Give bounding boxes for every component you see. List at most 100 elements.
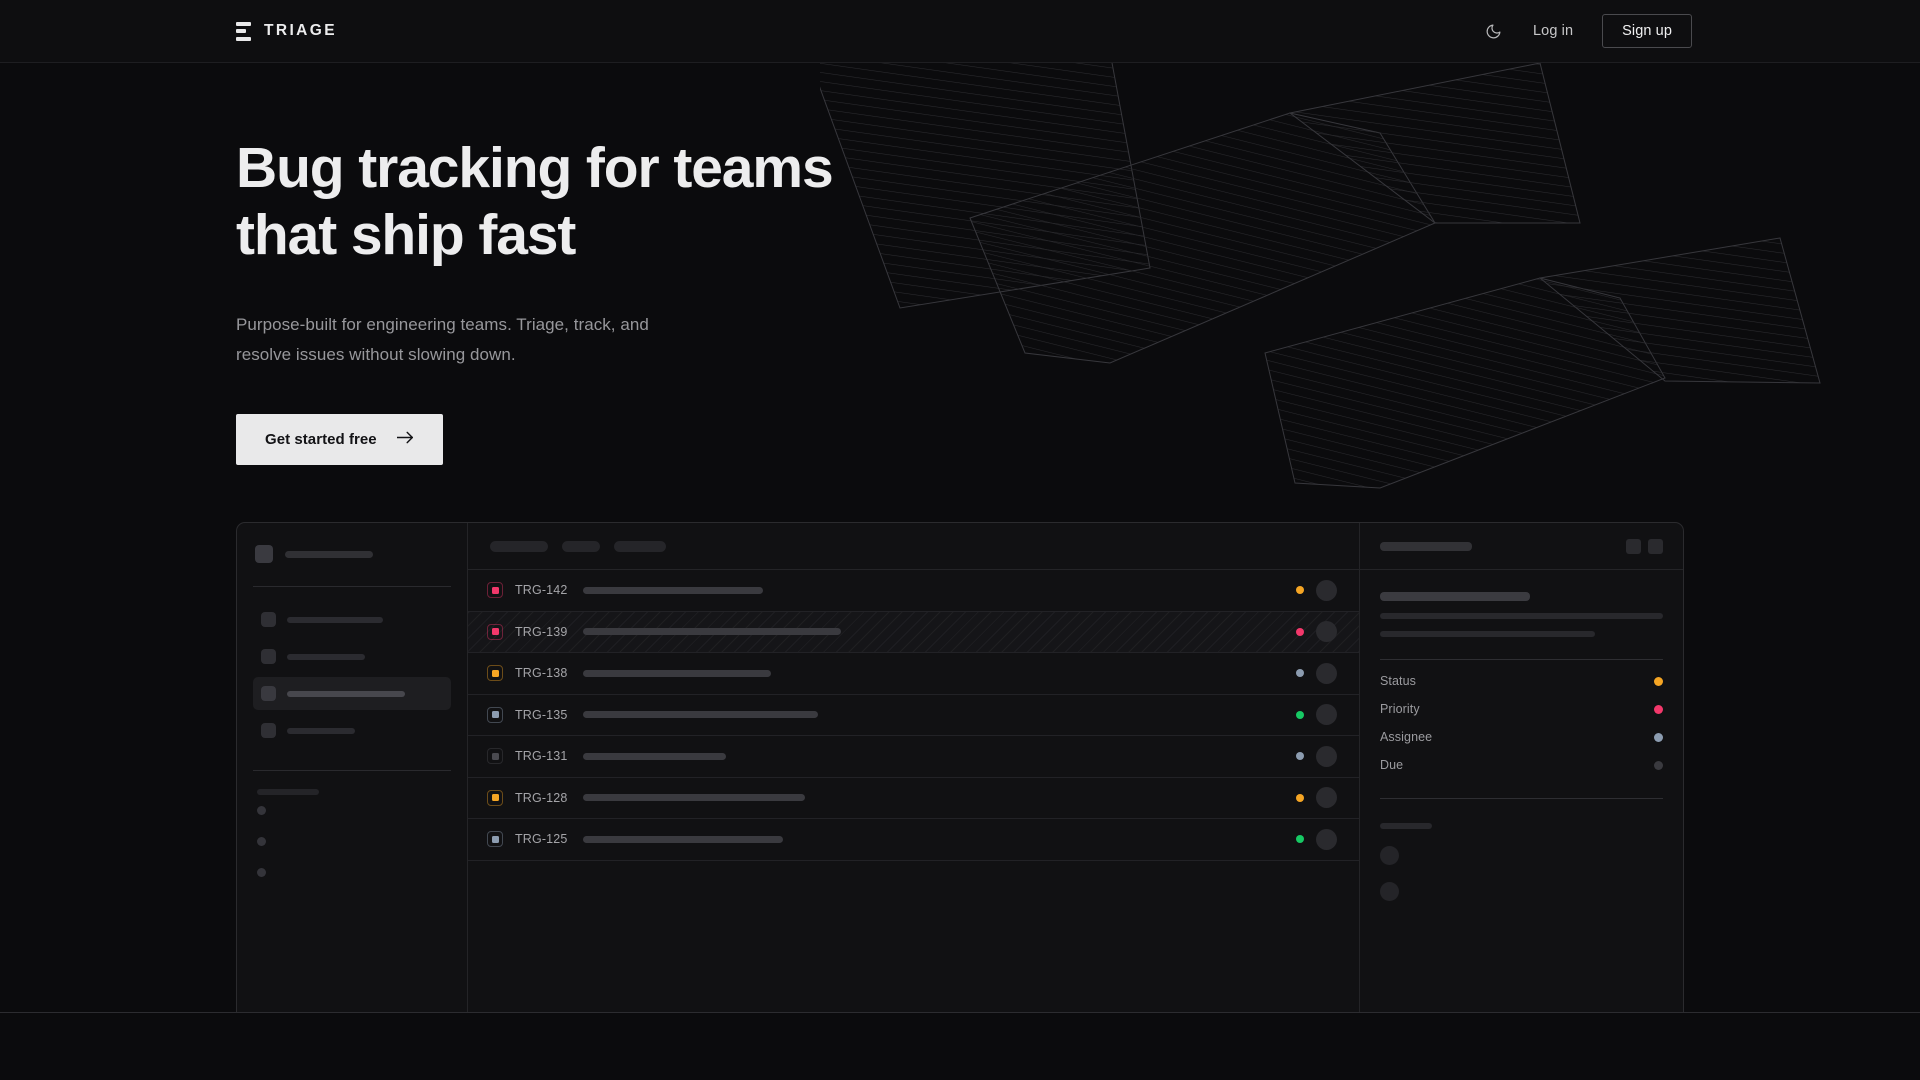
sidebar-item-icon xyxy=(261,612,276,627)
detail-title-placeholder xyxy=(1380,592,1530,601)
list-filter-placeholder-2[interactable] xyxy=(614,540,666,552)
issue-status-dot xyxy=(1296,710,1304,719)
hero-subtitle: Purpose-built for engineering teams. Tri… xyxy=(236,315,649,364)
issue-status-dot xyxy=(1296,669,1304,678)
detail-meta-row-due[interactable]: Due xyxy=(1380,744,1663,772)
detail-meta-row-status[interactable]: Status xyxy=(1380,660,1663,688)
avatar xyxy=(1316,579,1337,601)
signup-button[interactable]: Sign up xyxy=(1602,14,1692,48)
detail-divider-bottom xyxy=(1380,798,1663,799)
sidebar-item-label-placeholder xyxy=(287,690,405,697)
avatar xyxy=(1316,704,1337,726)
footer-area xyxy=(0,1013,1920,1080)
avatar xyxy=(1316,662,1337,684)
issue-title-placeholder xyxy=(583,586,763,594)
detail-meta-label: Status xyxy=(1380,674,1417,688)
issue-title-placeholder xyxy=(583,669,771,677)
hero-section: Bug tracking for teams that ship fast Pu… xyxy=(0,135,1920,465)
avatar xyxy=(1316,828,1337,850)
moon-icon[interactable] xyxy=(1482,20,1504,42)
table-row[interactable]: TRG-128 xyxy=(468,778,1359,819)
mock-sidebar-item-0[interactable] xyxy=(253,603,451,636)
status-badge xyxy=(1654,676,1663,686)
detail-action-button-1[interactable] xyxy=(1648,538,1663,554)
issue-id: TRG-139 xyxy=(515,624,568,639)
table-row[interactable]: TRG-142 xyxy=(468,570,1359,612)
issue-title-placeholder xyxy=(583,794,805,802)
mock-list-toolbar xyxy=(468,523,1359,570)
table-row[interactable]: TRG-135 xyxy=(468,695,1359,736)
subitem-dot-icon xyxy=(257,868,266,877)
list-filter-placeholder-0[interactable] xyxy=(490,540,548,552)
issue-id: TRG-135 xyxy=(515,707,568,722)
issue-title-placeholder xyxy=(583,711,818,719)
app-logo-placeholder xyxy=(255,545,273,563)
detail-header-actions xyxy=(1626,538,1663,554)
issue-status-dot xyxy=(1296,752,1304,761)
issue-status-dot xyxy=(1296,835,1304,844)
mock-sidebar-sublist xyxy=(253,795,451,888)
issue-id: TRG-138 xyxy=(515,666,568,681)
sidebar-divider-top xyxy=(253,586,451,587)
issue-row-meta xyxy=(1296,662,1337,684)
issue-row-meta xyxy=(1296,704,1337,726)
mock-sidebar-item-2[interactable] xyxy=(253,677,451,710)
nav-actions: Log in Sign up xyxy=(1482,14,1692,48)
sidebar-item-icon xyxy=(261,723,276,738)
avatar xyxy=(1316,787,1337,809)
top-navbar: TRIAGE Log in Sign up xyxy=(0,0,1920,63)
table-row[interactable]: TRG-131 xyxy=(468,736,1359,778)
get-started-button[interactable]: Get started free xyxy=(236,413,443,465)
mock-sidebar-item-1[interactable] xyxy=(253,640,451,673)
issue-row-meta xyxy=(1296,787,1337,809)
mock-sidebar-item-3[interactable] xyxy=(253,714,451,747)
detail-meta-row-priority[interactable]: Priority xyxy=(1380,688,1663,716)
login-link[interactable]: Log in xyxy=(1533,23,1574,39)
issue-type-icon xyxy=(487,665,503,682)
detail-meta-label: Assignee xyxy=(1380,730,1433,744)
table-row[interactable]: TRG-139 xyxy=(468,611,1359,653)
brand-logo[interactable]: TRIAGE xyxy=(236,21,337,41)
mock-workspace-switcher[interactable] xyxy=(253,545,451,563)
list-filter-placeholder-1[interactable] xyxy=(562,540,600,552)
issue-type-icon xyxy=(487,748,503,765)
issue-id: TRG-128 xyxy=(515,790,568,805)
sidebar-item-icon xyxy=(261,686,276,701)
detail-body-line-1 xyxy=(1380,631,1595,637)
detail-activity-label xyxy=(1380,823,1432,829)
detail-meta-row-assignee[interactable]: Assignee xyxy=(1380,716,1663,744)
sidebar-item-label-placeholder xyxy=(287,727,355,734)
detail-description-placeholder xyxy=(1380,613,1663,637)
avatar xyxy=(1316,745,1337,767)
mock-sidebar-subitem-1[interactable] xyxy=(253,826,451,857)
brand-name: TRIAGE xyxy=(264,22,337,39)
activity-avatar-1 xyxy=(1380,882,1399,901)
subitem-dot-icon xyxy=(257,806,266,815)
detail-action-button-0[interactable] xyxy=(1626,538,1641,554)
status-badge xyxy=(1654,760,1663,770)
issue-row-meta xyxy=(1296,621,1337,643)
activity-avatar-0 xyxy=(1380,846,1399,865)
detail-breadcrumb-placeholder xyxy=(1380,541,1472,551)
mock-sidebar-subitem-0[interactable] xyxy=(253,795,451,826)
issue-type-icon xyxy=(487,831,503,848)
stacked-bars-icon xyxy=(236,21,251,41)
table-row[interactable]: TRG-125 xyxy=(468,819,1359,861)
page-divider xyxy=(0,1012,1920,1013)
issue-title-placeholder xyxy=(583,835,783,843)
mock-detail-header xyxy=(1360,523,1683,570)
sidebar-item-icon xyxy=(261,649,276,664)
table-row[interactable]: TRG-138 xyxy=(468,653,1359,695)
detail-body-line-0 xyxy=(1380,613,1663,619)
issue-title-placeholder xyxy=(583,628,841,636)
arrow-right-icon xyxy=(395,431,414,448)
issue-id: TRG-125 xyxy=(515,832,568,847)
mock-sidebar-subitem-2[interactable] xyxy=(253,857,451,888)
issue-status-dot xyxy=(1296,586,1304,595)
